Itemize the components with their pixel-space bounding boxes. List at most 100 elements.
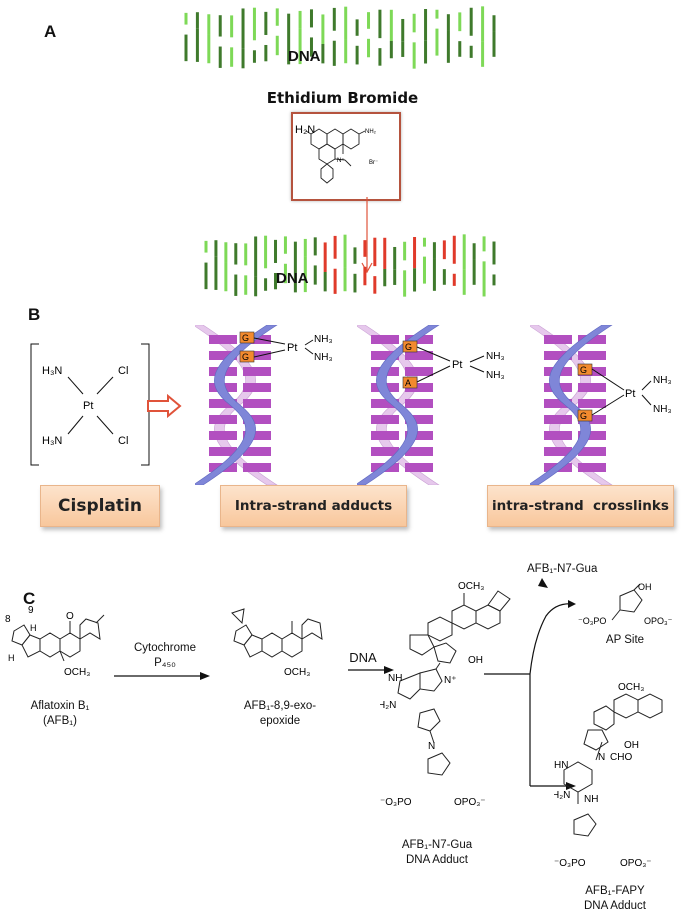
fapy-hn: HN <box>554 760 568 771</box>
epoxide-line2: epoxide <box>259 715 301 727</box>
intra-adducts-label-box: Intra-strand adducts <box>220 485 407 527</box>
ethidium-n-plus: N⁺ <box>337 157 345 164</box>
intercalation-arrow <box>361 197 373 274</box>
base-pair <box>209 399 237 408</box>
base-pair <box>578 431 606 440</box>
n7-adduct-line2: DNA Adduct <box>405 854 468 866</box>
base-pair <box>578 399 606 408</box>
branch-arrows <box>484 578 576 790</box>
cisplatin-reaction-arrow <box>147 394 182 418</box>
fapy-line2: DNA Adduct <box>583 900 646 912</box>
crosslinks-label: intra-strand crosslinks <box>492 498 669 514</box>
adduct2-pt: Pt <box>452 359 462 371</box>
fapy-phosphate-left: ⁻O₃PO <box>554 858 586 869</box>
base-pair <box>578 351 606 360</box>
cisplatin-label-box: Cisplatin <box>40 485 160 527</box>
released-base-label: AFB₁-N7-Gua <box>527 563 598 575</box>
fapy-structure: OCH₃ OH N CHO HN H₂N NH ⁻O₃PO OPO₃⁻ <box>554 682 663 869</box>
base-pair <box>578 383 606 392</box>
adduct3-nh3-2: NH₃ <box>653 404 672 415</box>
cytochrome-line2: P₄₅₀ <box>154 657 176 669</box>
base-pair <box>243 463 271 472</box>
base-pair <box>405 415 433 424</box>
afb1-structure: 8 9 H H O OCH₃ <box>5 605 105 678</box>
base-pair <box>243 351 271 360</box>
epoxide-och3: OCH₃ <box>284 667 310 678</box>
base-pair <box>243 367 271 376</box>
dna-helix-3 <box>530 325 613 485</box>
dna-step-label: DNA <box>349 650 377 665</box>
base-pair <box>405 447 433 456</box>
epoxide-line1: AFB₁-8,9-exo- <box>243 700 317 712</box>
epoxide-caption: AFB₁-8,9-exo- epoxide <box>230 699 330 729</box>
fapy-phosphate-right: OPO₃⁻ <box>620 858 652 869</box>
adduct1-nh3-1: NH₃ <box>314 334 333 345</box>
adduct1-pt-complex: G G Pt NH₃ NH₃ <box>239 331 333 363</box>
fapy-cho: CHO <box>610 752 632 763</box>
dna-strand-top <box>184 6 496 69</box>
adduct1-base-2: G <box>242 352 249 362</box>
n7-n-plus: N⁺ <box>444 675 457 686</box>
base-pair <box>371 335 399 344</box>
afb1-name: Aflatoxin B₁ <box>30 700 90 712</box>
base-pair <box>243 383 271 392</box>
base-pair <box>243 335 271 344</box>
adduct1-pt: Pt <box>287 342 297 354</box>
base-pair <box>243 399 271 408</box>
base-pair <box>371 415 399 424</box>
cis-cl-bottom: Cl <box>118 435 128 447</box>
base-pair <box>544 415 572 424</box>
adduct3-pt: Pt <box>625 388 635 400</box>
adduct3-nh3-1: NH₃ <box>653 375 672 386</box>
fapy-nh: NH <box>584 794 598 805</box>
ap-site-label: AP Site <box>605 634 645 646</box>
base-pair <box>243 415 271 424</box>
ap-site-phosphate-left: ⁻O₃PO <box>578 616 606 626</box>
base-pair <box>371 431 399 440</box>
base-pair <box>405 383 433 392</box>
base-pair <box>371 351 399 360</box>
base-pair <box>544 447 572 456</box>
n7-oh: OH <box>468 655 483 666</box>
dna-bottom-label: DNA <box>276 270 309 287</box>
cis-cl-top: Cl <box>118 365 128 377</box>
afb1-atom-9: 9 <box>28 605 34 616</box>
cisplatin-label: Cisplatin <box>58 496 142 516</box>
base-pair <box>405 367 433 376</box>
base-pair <box>209 447 237 456</box>
adduct3-pt-complex: G G Pt NH₃ NH₃ <box>577 363 672 422</box>
adduct3-base-1: G <box>580 365 587 375</box>
n7-adduct-line1: AFB₁-N7-Gua <box>401 839 473 851</box>
base-pair <box>578 463 606 472</box>
n7-h2n: H₂N <box>380 700 396 711</box>
adduct2-base-2: A <box>405 378 411 388</box>
cis-h3n-top: H₃N <box>42 365 62 377</box>
intra-adducts-label: Intra-strand adducts <box>234 498 393 514</box>
dna-helix-1 <box>195 325 278 485</box>
base-pair <box>544 399 572 408</box>
base-pair <box>209 351 237 360</box>
fapy-h2n: H₂N <box>554 790 570 801</box>
base-pair <box>209 431 237 440</box>
cytochrome-label: Cytochrome P₄₅₀ <box>115 641 215 671</box>
dna-top-label: DNA <box>288 48 321 65</box>
panel-a-label: A <box>44 22 57 41</box>
base-pair <box>243 431 271 440</box>
n7-adduct-structure: OCH₃ OH N⁺ NH H₂N N ⁻O₃PO OPO₃⁻ <box>380 581 511 808</box>
base-pair <box>544 351 572 360</box>
base-pair <box>371 399 399 408</box>
n7-adduct-caption: AFB₁-N7-Gua DNA Adduct <box>382 838 492 868</box>
afb1-atom-8: 8 <box>5 614 11 625</box>
panel-b-label: B <box>28 305 41 324</box>
base-pair <box>405 351 433 360</box>
afb1-abbr: (AFB₁) <box>43 715 77 727</box>
panel-c-label: C <box>23 589 36 608</box>
adduct3-base-2: G <box>580 411 587 421</box>
ethidium-structure: H₂N NH₂ N⁺ Br⁻ <box>295 124 378 184</box>
n7-n: N <box>428 741 435 752</box>
adduct2-nh3-1: NH₃ <box>486 351 505 362</box>
base-pair <box>405 399 433 408</box>
ethidium-br: Br⁻ <box>369 160 378 166</box>
base-pair <box>578 335 606 344</box>
dna-strand-intercalated <box>204 234 496 297</box>
